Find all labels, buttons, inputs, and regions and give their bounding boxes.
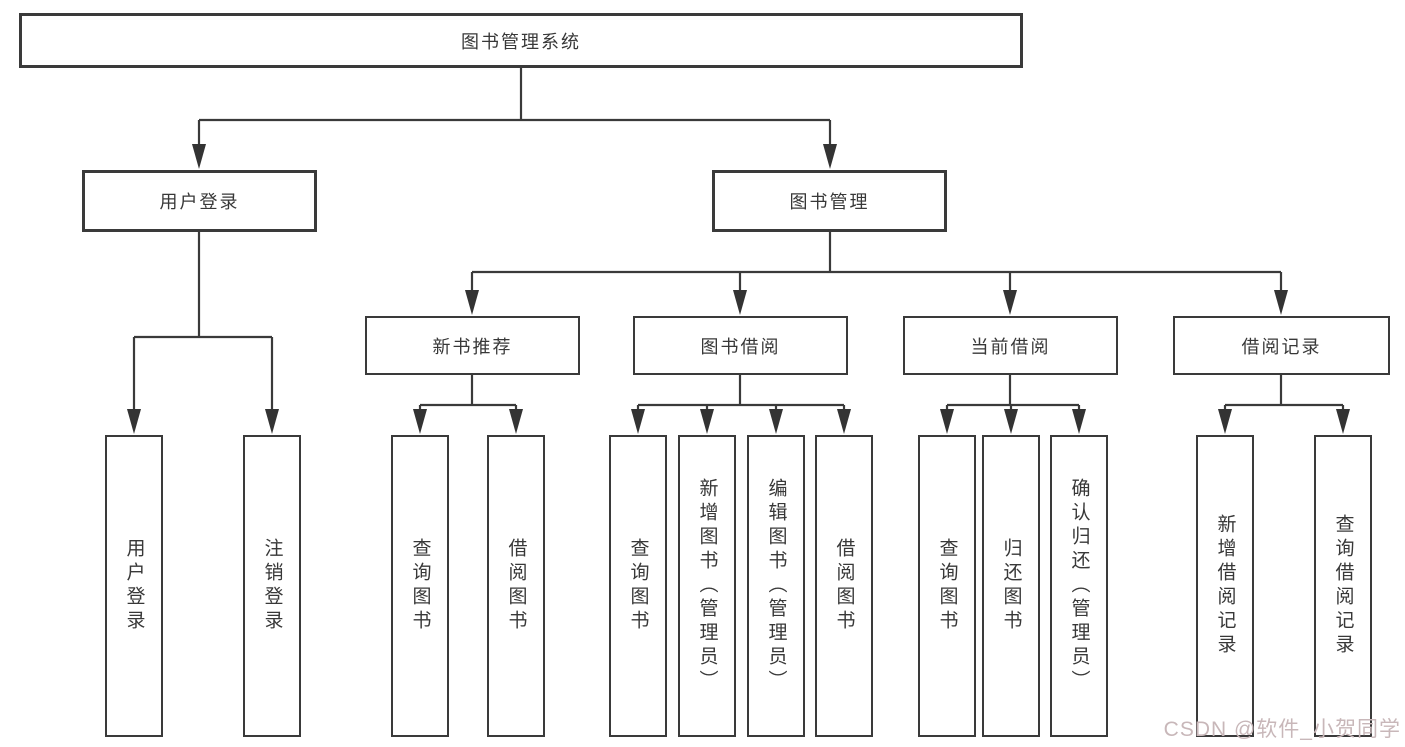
node-library-management-system: 图书管理系统 bbox=[19, 13, 1023, 68]
connector-user-login-children bbox=[127, 232, 279, 434]
node-book-borrow: 图书借阅 bbox=[633, 316, 848, 375]
node-book-management: 图书管理 bbox=[712, 170, 947, 232]
node-borrow-records: 借阅记录 bbox=[1173, 316, 1390, 375]
leaf-confirm-return-admin: 确认归还（管理员） bbox=[1050, 435, 1108, 737]
node-current-borrow: 当前借阅 bbox=[903, 316, 1118, 375]
csdn-watermark: CSDN @软件_小贺同学 bbox=[1163, 718, 1401, 741]
connector-current-borrow-children bbox=[940, 374, 1086, 434]
leaf-edit-books-admin: 编辑图书（管理员） bbox=[747, 435, 805, 737]
leaf-query-books-current: 查询图书 bbox=[918, 435, 976, 737]
leaf-borrow-books-recommend: 借阅图书 bbox=[487, 435, 545, 737]
leaf-add-books-admin: 新增图书（管理员） bbox=[678, 435, 736, 737]
leaf-query-books-borrow: 查询图书 bbox=[609, 435, 667, 737]
node-new-book-recommend: 新书推荐 bbox=[365, 316, 580, 375]
connector-borrow-record-children bbox=[1218, 374, 1350, 434]
node-user-login: 用户登录 bbox=[82, 170, 317, 232]
connector-book-borrow-children bbox=[631, 374, 851, 434]
leaf-return-books: 归还图书 bbox=[982, 435, 1040, 737]
connector-book-management-children bbox=[465, 232, 1288, 315]
leaf-query-books-recommend: 查询图书 bbox=[391, 435, 449, 737]
connector-new-book-children bbox=[413, 374, 523, 434]
connector-root-to-level2 bbox=[192, 68, 837, 169]
leaf-logout: 注销登录 bbox=[243, 435, 301, 737]
leaf-user-login: 用户登录 bbox=[105, 435, 163, 737]
leaf-add-borrow-record: 新增借阅记录 bbox=[1196, 435, 1254, 737]
leaf-query-borrow-record: 查询借阅记录 bbox=[1314, 435, 1372, 737]
leaf-borrow-books: 借阅图书 bbox=[815, 435, 873, 737]
